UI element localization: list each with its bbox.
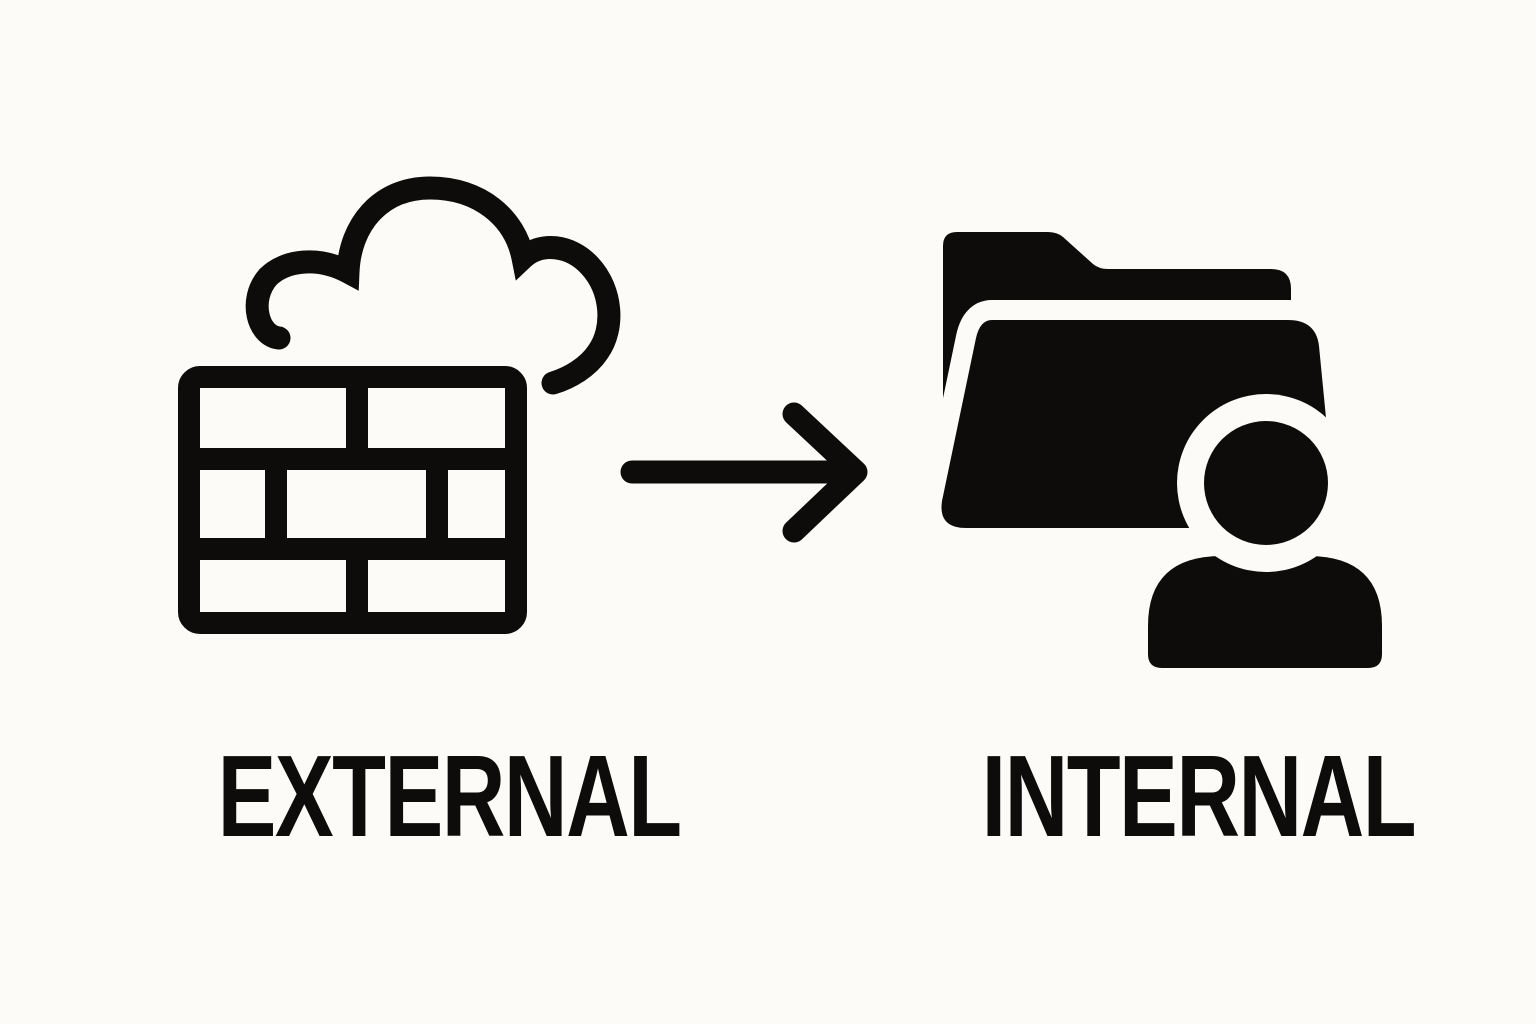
- external-label: EXTERNAL: [217, 731, 682, 861]
- firewall-icon: [178, 366, 527, 634]
- user-icon: [1126, 394, 1400, 690]
- internal-label: INTERNAL: [981, 731, 1417, 861]
- external-node-icon: [178, 176, 621, 634]
- internal-node-icon: [921, 232, 1400, 690]
- cloud-icon: [245, 176, 621, 395]
- arrow-right-icon: [620, 402, 868, 543]
